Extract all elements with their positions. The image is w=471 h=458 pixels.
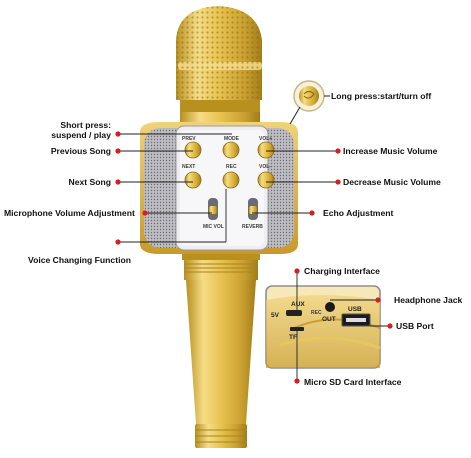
marker-previous-song	[115, 148, 121, 154]
label-usb-port: USB Port	[396, 321, 434, 331]
panel-label-rec: REC	[226, 164, 237, 170]
marker-micro-sd	[294, 378, 300, 384]
port-label-5v: 5V	[271, 312, 280, 319]
port-label-out: OUT	[322, 316, 336, 323]
rec-button	[222, 171, 240, 189]
power-button-inset	[289, 80, 330, 125]
marker-increase-volume	[335, 148, 341, 154]
headphone-jack	[325, 302, 335, 312]
panel-label-reverb: REVERB	[242, 224, 263, 230]
prev-button	[184, 141, 202, 159]
panel-label-vol-down: VOL-	[259, 164, 271, 170]
port-label-tf: TF	[289, 334, 297, 341]
label-mic-volume: Microphone Volume Adjustment	[4, 208, 135, 218]
label-next-song: Next Song	[68, 177, 112, 187]
port-panel-inset: 5V AUX REC OUT USB TF	[265, 285, 381, 369]
marker-next-song	[115, 179, 121, 185]
label-micro-sd: Micro SD Card Interface	[304, 377, 402, 387]
port-label-aux: AUX	[291, 301, 305, 308]
port-label-usb: USB	[348, 306, 362, 313]
label-headphone: Headphone Jack	[394, 295, 463, 305]
mic-handle	[182, 254, 260, 448]
marker-charging	[294, 268, 300, 274]
label-charging: Charging Interface	[304, 266, 380, 276]
label-short-press-line1: Short press:	[60, 120, 111, 130]
marker-usb	[387, 323, 393, 329]
label-increase-volume: Increase Music Volume	[343, 146, 438, 156]
panel-label-mode: MODE	[224, 136, 240, 142]
vol-up-button	[257, 141, 275, 159]
vol-down-button	[257, 171, 275, 189]
panel-label-mic-vol: MIC VOL	[203, 224, 224, 230]
label-decrease-volume: Decrease Music Volume	[343, 177, 441, 187]
panel-label-prev: PREV	[182, 136, 196, 142]
port-label-rec: REC	[311, 310, 322, 316]
panel-label-vol-up: VOL+	[259, 136, 272, 142]
panel-label-next: NEXT	[182, 164, 195, 170]
label-short-press-line2: suspend / play	[51, 130, 111, 140]
label-echo: Echo Adjustment	[323, 208, 394, 218]
label-voice-changing: Voice Changing Function	[28, 255, 131, 265]
control-buttons: PREV MODE VOL+ NEXT REC VOL- MIC VOL REV…	[182, 136, 275, 230]
label-long-press: Long press:start/turn off	[331, 91, 432, 101]
next-button	[184, 171, 202, 189]
marker-short-press	[115, 131, 121, 137]
marker-headphone	[375, 297, 381, 303]
label-previous-song: Previous Song	[50, 146, 111, 156]
leader-lines	[118, 133, 390, 381]
marker-echo	[309, 210, 315, 216]
power-icon	[303, 90, 315, 99]
mic-head	[176, 6, 262, 122]
mode-button	[222, 141, 240, 159]
marker-decrease-volume	[335, 179, 341, 185]
marker-voice-changing	[115, 239, 121, 245]
charging-port	[286, 310, 302, 316]
control-body	[140, 122, 298, 254]
marker-mic-volume	[142, 210, 148, 216]
callout-markers	[115, 131, 393, 384]
